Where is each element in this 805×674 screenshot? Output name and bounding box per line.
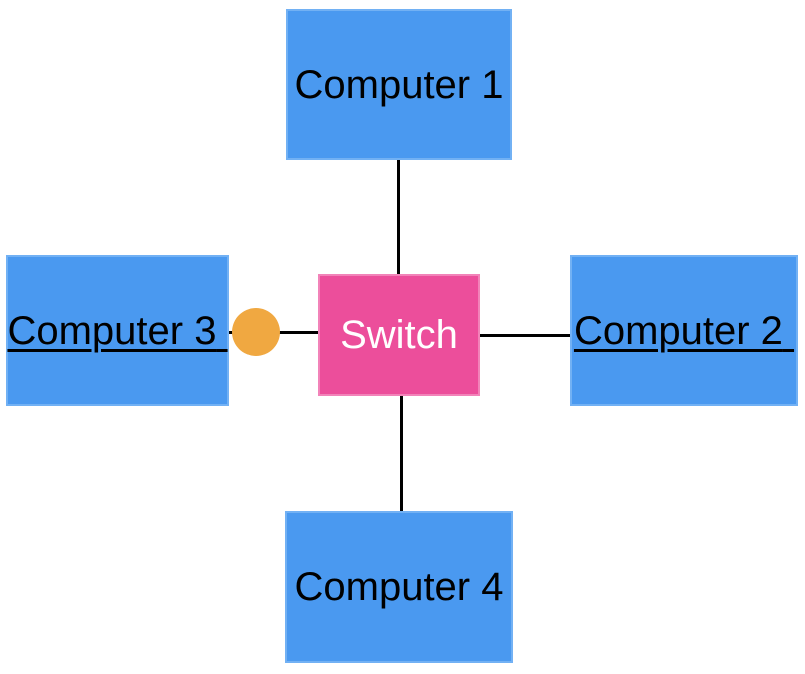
node-computer3-label: Computer 3: [7, 308, 217, 353]
node-computer3[interactable]: Computer 3: [6, 255, 229, 406]
connector-switch-computer4: [400, 396, 403, 511]
node-computer2[interactable]: Computer 2: [570, 255, 798, 406]
node-computer4-label: Computer 4: [294, 565, 504, 609]
connector-switch-computer1: [397, 160, 400, 274]
connector-switch-computer2: [480, 334, 570, 337]
node-switch[interactable]: Switch: [318, 274, 480, 396]
node-computer1-label: Computer 1: [294, 62, 504, 107]
node-computer1[interactable]: Computer 1: [286, 9, 512, 160]
node-switch-label: Switch: [340, 313, 458, 357]
node-computer2-label: Computer 2: [573, 308, 783, 353]
node-computer4[interactable]: Computer 4: [285, 511, 513, 663]
orange-dot-marker[interactable]: [232, 308, 280, 356]
